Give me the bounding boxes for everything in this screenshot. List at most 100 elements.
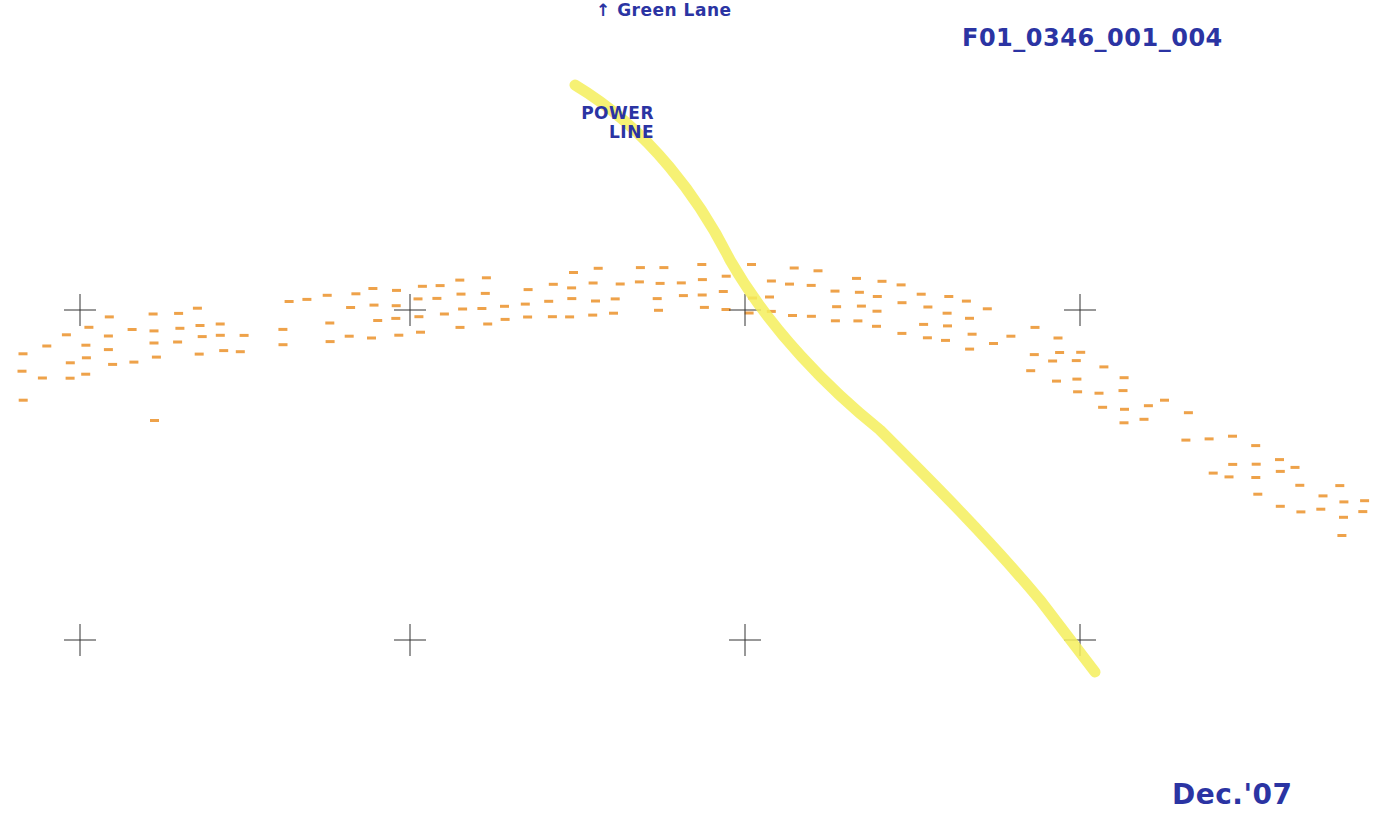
elevation-mark bbox=[722, 275, 731, 278]
elevation-mark bbox=[1120, 408, 1129, 411]
elevation-mark bbox=[983, 307, 992, 310]
elevation-mark bbox=[81, 344, 90, 347]
elevation-mark bbox=[1006, 335, 1015, 338]
elevation-mark bbox=[1140, 418, 1149, 421]
elevation-mark bbox=[345, 335, 354, 338]
elevation-mark bbox=[1072, 359, 1081, 362]
power-line-label: POWER LINE bbox=[562, 104, 654, 141]
elevation-mark bbox=[173, 341, 182, 344]
elevation-mark bbox=[416, 331, 425, 334]
elevation-mark bbox=[392, 304, 401, 307]
road-note: ↑ Green Lane bbox=[596, 0, 732, 20]
elevation-mark bbox=[346, 306, 355, 309]
elevation-mark bbox=[1253, 493, 1262, 496]
survey-points bbox=[18, 263, 1370, 537]
elevation-mark bbox=[455, 279, 464, 282]
elevation-mark bbox=[482, 276, 491, 279]
elevation-mark bbox=[432, 297, 441, 300]
elevation-mark bbox=[1072, 378, 1081, 381]
elevation-mark bbox=[611, 297, 620, 300]
elevation-mark bbox=[943, 312, 952, 315]
elevation-mark bbox=[1030, 353, 1039, 356]
elevation-mark bbox=[521, 303, 530, 306]
elevation-mark bbox=[855, 291, 864, 294]
elevation-mark bbox=[392, 289, 401, 292]
elevation-mark bbox=[1095, 392, 1104, 395]
elevation-mark bbox=[962, 300, 971, 303]
elevation-mark bbox=[108, 363, 117, 366]
elevation-mark bbox=[523, 316, 532, 319]
elevation-mark bbox=[852, 277, 861, 280]
elevation-mark bbox=[1337, 534, 1346, 537]
elevation-mark bbox=[679, 294, 688, 297]
elevation-mark bbox=[897, 283, 906, 286]
elevation-mark bbox=[1099, 365, 1108, 368]
elevation-mark bbox=[457, 293, 466, 296]
elevation-mark bbox=[216, 334, 225, 337]
elevation-mark bbox=[240, 334, 249, 337]
elevation-mark bbox=[897, 332, 906, 335]
elevation-mark bbox=[635, 280, 644, 283]
elevation-mark bbox=[38, 377, 47, 380]
elevation-mark bbox=[152, 356, 161, 359]
elevation-mark bbox=[1295, 484, 1304, 487]
elevation-mark bbox=[1316, 508, 1325, 511]
elevation-mark bbox=[1119, 389, 1128, 392]
elevation-mark bbox=[1276, 470, 1285, 473]
elevation-mark bbox=[698, 294, 707, 297]
elevation-mark bbox=[814, 269, 823, 272]
elevation-mark bbox=[193, 307, 202, 310]
elevation-mark bbox=[567, 297, 576, 300]
elevation-mark bbox=[66, 361, 75, 364]
elevation-mark bbox=[1209, 472, 1218, 475]
elevation-mark bbox=[1335, 484, 1344, 487]
elevation-mark bbox=[989, 342, 998, 345]
elevation-mark bbox=[216, 323, 225, 326]
elevation-mark bbox=[19, 399, 28, 402]
elevation-mark bbox=[1251, 476, 1260, 479]
elevation-mark bbox=[501, 318, 510, 321]
elevation-mark bbox=[325, 322, 334, 325]
elevation-mark bbox=[873, 310, 882, 313]
elevation-mark bbox=[1291, 466, 1300, 469]
elevation-mark bbox=[1319, 494, 1328, 497]
elevation-mark bbox=[351, 292, 360, 295]
elevation-mark bbox=[19, 352, 28, 355]
elevation-mark bbox=[1055, 351, 1064, 354]
elevation-mark bbox=[968, 333, 977, 336]
elevation-mark bbox=[700, 306, 709, 309]
elevation-mark bbox=[807, 315, 816, 318]
elevation-mark bbox=[549, 283, 558, 286]
elevation-mark bbox=[373, 319, 382, 322]
elevation-mark bbox=[477, 307, 486, 310]
elevation-mark bbox=[1275, 458, 1284, 461]
elevation-mark bbox=[1225, 475, 1234, 478]
elevation-mark bbox=[62, 333, 71, 336]
elevation-mark bbox=[456, 326, 465, 329]
elevation-mark bbox=[418, 285, 427, 288]
elevation-mark bbox=[943, 324, 952, 327]
elevation-mark bbox=[1144, 404, 1153, 407]
elevation-mark bbox=[719, 290, 728, 293]
elevation-mark bbox=[1252, 463, 1261, 466]
elevation-mark bbox=[1160, 399, 1169, 402]
elevation-mark bbox=[1181, 439, 1190, 442]
elevation-mark bbox=[872, 325, 881, 328]
elevation-mark bbox=[609, 312, 618, 315]
elevation-mark bbox=[1026, 369, 1035, 372]
elevation-mark bbox=[1120, 421, 1129, 424]
elevation-mark bbox=[302, 298, 311, 301]
elevation-mark bbox=[898, 301, 907, 304]
elevation-mark bbox=[923, 336, 932, 339]
elevation-mark bbox=[440, 313, 449, 316]
elevation-mark bbox=[129, 361, 138, 364]
elevation-mark bbox=[1339, 516, 1348, 519]
elevation-mark bbox=[458, 308, 467, 311]
elevation-mark bbox=[807, 284, 816, 287]
elevation-mark bbox=[1228, 435, 1237, 438]
grid-crosses bbox=[64, 294, 1096, 656]
elevation-mark bbox=[414, 315, 423, 318]
elevation-mark bbox=[588, 314, 597, 317]
elevation-mark bbox=[591, 300, 600, 303]
elevation-mark bbox=[548, 315, 557, 318]
